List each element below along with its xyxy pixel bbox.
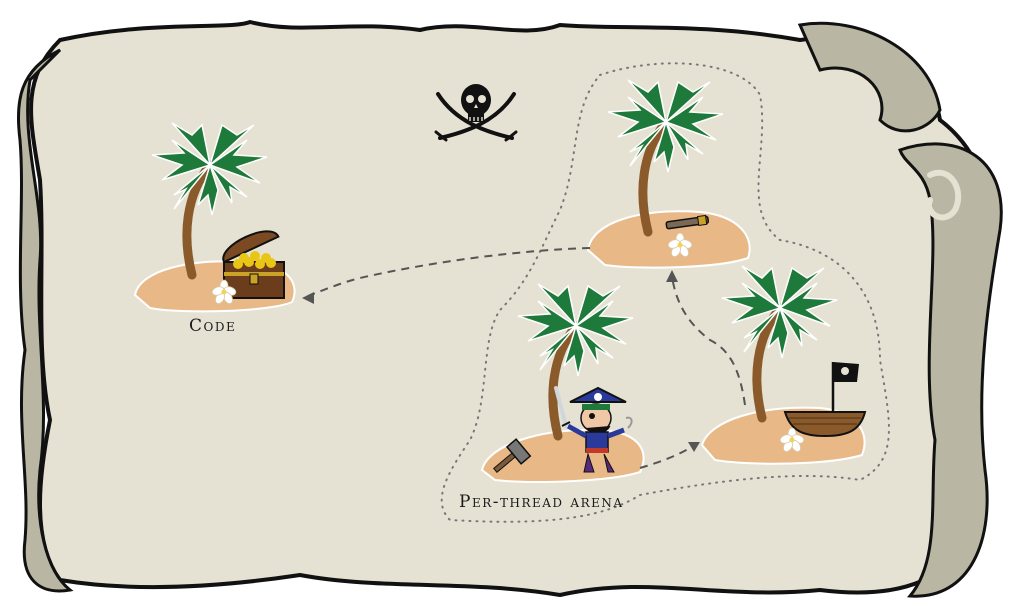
pirate-flag-icon [831, 362, 859, 412]
treasure-chest-icon [222, 230, 285, 299]
map-path-arrowheads [302, 270, 700, 452]
axe-icon [493, 438, 532, 474]
skull-crossed-swords-icon [434, 84, 518, 142]
island-code [133, 123, 296, 313]
island-spyglass [586, 80, 751, 269]
rowboat-icon [783, 411, 867, 438]
island-boat [700, 266, 867, 465]
code-label: Code [189, 316, 237, 336]
pirate-icon [554, 386, 633, 473]
spyglass-icon [665, 214, 710, 230]
island-arena [480, 284, 645, 483]
arena-label: Per-thread arena [459, 492, 624, 512]
arena-boundary [440, 62, 890, 523]
